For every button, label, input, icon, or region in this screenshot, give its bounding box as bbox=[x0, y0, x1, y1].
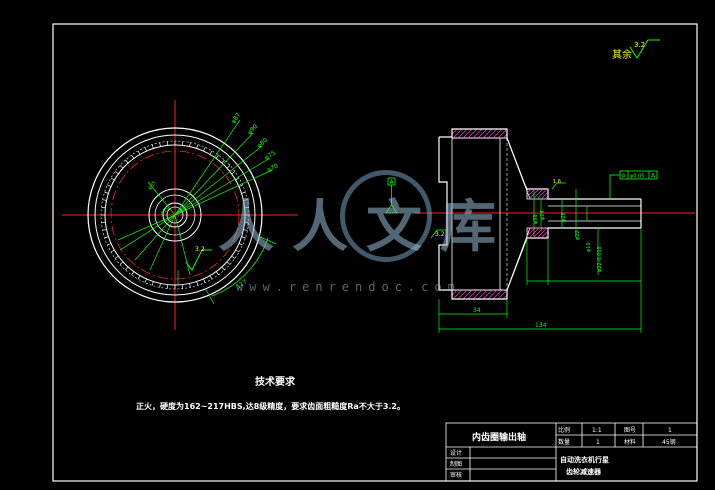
title-block bbox=[445, 422, 698, 482]
title-block-text: 内齿圈输出轴 比例 1:1 图号 1 数量 1 材料 45钢 设计 制图 审核 … bbox=[450, 426, 676, 479]
outer-circle bbox=[87, 127, 263, 303]
svg-text:1: 1 bbox=[596, 439, 600, 446]
hub-circle bbox=[148, 188, 202, 242]
svg-text:φ0.05: φ0.05 bbox=[630, 174, 644, 180]
datum-label: A bbox=[390, 179, 395, 186]
svg-text:A: A bbox=[651, 173, 656, 180]
surface-finish-value: 3.2 bbox=[634, 41, 645, 49]
tech-req-text: 正火，硬度为162~217HBS,达8级精度，要求齿面粗糙度Ra不大于3.2。 bbox=[136, 401, 405, 411]
svg-text:材料: 材料 bbox=[624, 438, 636, 446]
tolerance-frame: ⊚ φ0.05 A bbox=[609, 170, 658, 199]
front-finish-value: 3.2 bbox=[195, 246, 205, 253]
part-name: 内齿圈输出轴 bbox=[472, 431, 526, 443]
bore-circle bbox=[162, 202, 188, 228]
svg-text:45钢: 45钢 bbox=[662, 438, 676, 446]
side-top-finish: 1.6 bbox=[553, 179, 561, 185]
inner-label: φ15 bbox=[159, 206, 170, 217]
svg-text:⊚: ⊚ bbox=[621, 173, 626, 180]
technical-requirements: 技术要求 正火，硬度为162~217HBS,达8级精度，要求齿面粗糙度Ra不大于… bbox=[136, 375, 405, 411]
side-left-finish: 3.2 bbox=[435, 231, 445, 238]
svg-text:φ24: φ24 bbox=[540, 210, 546, 220]
svg-text:比例: 比例 bbox=[558, 426, 570, 434]
svg-text:φ10: φ10 bbox=[586, 242, 592, 252]
drawing-frame bbox=[52, 23, 698, 482]
inner-label: φ35 bbox=[147, 180, 158, 191]
leader-label: φ70 bbox=[266, 162, 280, 173]
svg-text:审核: 审核 bbox=[450, 471, 462, 479]
overall-surface-finish: 其余 3.2 bbox=[612, 39, 660, 61]
svg-text:φ22-0.015: φ22-0.015 bbox=[597, 246, 603, 272]
dim-134: 134 bbox=[535, 322, 547, 329]
svg-text:数量: 数量 bbox=[558, 438, 570, 446]
svg-text:1:1: 1:1 bbox=[592, 427, 602, 434]
svg-text:图号: 图号 bbox=[624, 427, 636, 434]
svg-text:设计: 设计 bbox=[450, 449, 462, 457]
svg-text:制图: 制图 bbox=[450, 460, 462, 468]
project-line2: 齿轮减速器 bbox=[566, 467, 602, 476]
project-line1: 自动洗衣机行星 bbox=[560, 455, 609, 464]
side-section-view: A ⊚ φ0.05 A 1.6 3.2 φ38 φ bbox=[385, 128, 695, 333]
front-view: φ87 φ90 φ80 φ75 φ70 φ35 φ15 3.2 127 bbox=[62, 100, 298, 330]
svg-text:φ25: φ25 bbox=[561, 212, 567, 222]
svg-text:φ38: φ38 bbox=[533, 214, 539, 224]
surface-finish-label: 其余 bbox=[612, 48, 632, 61]
dim-34: 34 bbox=[473, 307, 481, 314]
svg-text:φ22: φ22 bbox=[575, 230, 581, 240]
tech-req-title: 技术要求 bbox=[255, 375, 296, 388]
svg-text:1: 1 bbox=[668, 427, 672, 434]
